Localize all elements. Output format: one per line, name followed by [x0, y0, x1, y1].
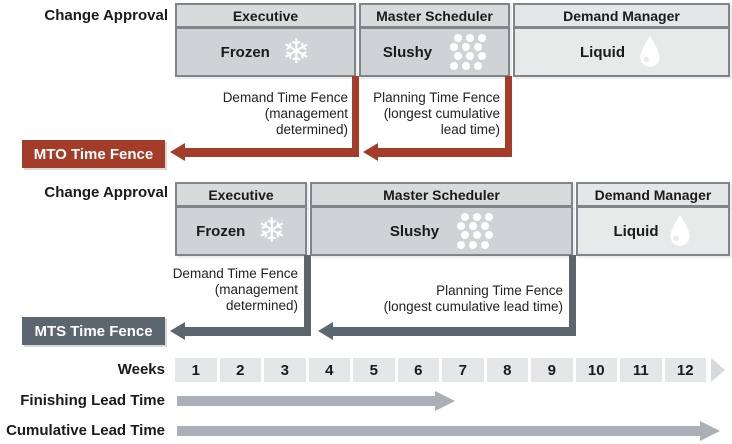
weeks-label: Weeks	[117, 361, 165, 378]
mts-demand-fence-line	[304, 255, 311, 336]
mto-demand-fence-line	[352, 76, 359, 157]
mto-frozen-zone: Frozen ❄	[175, 27, 356, 77]
snowflake-icon: ❄	[257, 211, 286, 251]
mto-master-scheduler-header: Master Scheduler	[359, 3, 510, 28]
mts-demand-fence-arrow-bar	[184, 327, 311, 336]
mts-master-scheduler-header: Master Scheduler	[310, 182, 573, 207]
mts-change-approval-label: Change Approval	[44, 184, 168, 201]
snowflake-icon: ❄	[281, 32, 311, 72]
mto-planning-fence-arrowhead-icon	[363, 143, 378, 161]
finishing-lead-time-arrowhead-icon	[435, 391, 455, 411]
mts-slushy-label: Slushy	[389, 222, 440, 240]
week-cell: 9	[531, 358, 573, 382]
mto-slushy-label: Slushy	[382, 43, 433, 61]
mto-liquid-zone: Liquid	[513, 27, 730, 77]
cumulative-lead-time-label: Cumulative Lead Time	[6, 422, 165, 439]
week-cell: 11	[620, 358, 662, 382]
mts-frozen-zone: Frozen ❄	[175, 206, 307, 256]
mto-liquid-label: Liquid	[580, 43, 625, 61]
mts-column-master-scheduler: Master Scheduler Slushy	[310, 182, 573, 256]
mto-planning-fence-note: Planning Time Fence (longest cumulative …	[373, 90, 500, 137]
cumulative-lead-time-arrowhead-icon	[700, 421, 720, 441]
mto-column-demand-manager: Demand Manager Liquid	[513, 3, 730, 77]
week-cell: 2	[219, 358, 261, 382]
mts-column-executive: Executive Frozen ❄	[175, 182, 307, 256]
mto-column-master-scheduler: Master Scheduler Slushy	[359, 3, 510, 77]
droplet-icon	[667, 214, 693, 248]
mts-demand-fence-note: Demand Time Fence (management determined…	[172, 266, 298, 313]
mts-frozen-label: Frozen	[196, 222, 246, 240]
week-cell: 4	[308, 358, 350, 382]
week-cell: 1	[175, 358, 217, 382]
mto-planning-fence-arrow-bar	[377, 148, 512, 157]
mto-demand-fence-arrow-bar	[184, 148, 359, 157]
mts-liquid-label: Liquid	[613, 222, 659, 240]
week-cell: 5	[353, 358, 395, 382]
weeks-continuation-chevron-icon	[711, 358, 725, 382]
week-cell: 10	[575, 358, 617, 382]
mto-demand-fence-arrowhead-icon	[170, 143, 185, 161]
mto-demand-manager-header: Demand Manager	[513, 3, 730, 28]
mto-executive-header: Executive	[175, 3, 356, 28]
mts-planning-fence-line	[569, 255, 576, 336]
mto-planning-fence-line	[505, 76, 512, 157]
week-cell: 7	[442, 358, 484, 382]
week-cell: 8	[486, 358, 528, 382]
slush-dots-icon	[444, 33, 487, 71]
droplet-icon	[637, 35, 663, 69]
mts-planning-fence-arrowhead-icon	[318, 322, 333, 340]
mts-time-fence-badge: MTS Time Fence	[22, 317, 165, 345]
mts-slushy-zone: Slushy	[310, 206, 573, 256]
mts-planning-fence-note: Planning Time Fence (longest cumulative …	[383, 283, 563, 314]
mts-liquid-zone: Liquid	[576, 206, 730, 256]
mto-column-executive: Executive Frozen ❄	[175, 3, 356, 77]
finishing-lead-time-label: Finishing Lead Time	[20, 392, 165, 409]
mts-demand-fence-arrowhead-icon	[170, 322, 185, 340]
mto-slushy-zone: Slushy	[359, 27, 510, 77]
mto-demand-fence-note: Demand Time Fence (management determined…	[222, 90, 348, 137]
mts-executive-header: Executive	[175, 182, 307, 207]
weeks-row: 1 2 3 4 5 6 7 8 9 10 11 12	[175, 358, 706, 382]
mts-planning-fence-arrow-bar	[332, 327, 576, 336]
mto-frozen-label: Frozen	[220, 43, 270, 61]
cumulative-lead-time-bar	[177, 426, 700, 436]
mts-demand-manager-header: Demand Manager	[576, 182, 730, 207]
finishing-lead-time-bar	[177, 396, 435, 406]
mto-time-fence-badge: MTO Time Fence	[22, 140, 165, 168]
week-cell: 12	[664, 358, 706, 382]
mts-column-demand-manager: Demand Manager Liquid	[576, 182, 730, 256]
week-cell: 6	[397, 358, 439, 382]
mto-change-approval-label: Change Approval	[44, 7, 168, 24]
slush-dots-icon	[451, 212, 494, 250]
week-cell: 3	[264, 358, 306, 382]
